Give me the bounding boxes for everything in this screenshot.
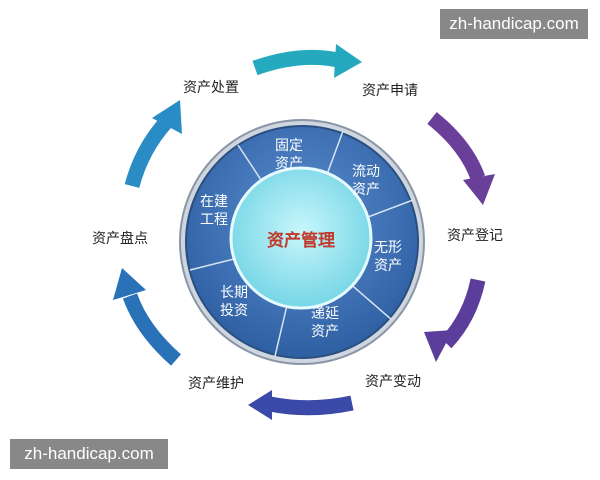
center-circle: [229, 166, 373, 310]
arrow-maintenance-to-inventory: [122, 293, 182, 366]
segment-intangible-assets-line1: 无形: [374, 240, 402, 256]
watermark-top: zh-handicap.com: [440, 9, 588, 39]
arrowhead-icon: [248, 390, 272, 420]
stage-change-label: 资产变动: [365, 374, 421, 390]
stage-registration-label: 资产登记: [447, 228, 503, 244]
segment-deferred-assets-line2: 资产: [311, 324, 339, 340]
arrowhead-icon: [424, 330, 453, 362]
segment-deferred-assets-line1: 递延: [311, 306, 339, 322]
stage-disposal-label: 资产处置: [183, 80, 239, 96]
arrow-change-to-maintenance: [268, 395, 354, 416]
stage-application-label: 资产申请: [362, 83, 418, 99]
arrow-application-to-registration: [427, 112, 486, 181]
segment-construction-line2: 工程: [200, 212, 228, 228]
segment-construction-line1: 在建: [200, 194, 228, 210]
arrow-inventory-to-disposal: [124, 114, 174, 189]
arrowhead-icon: [152, 100, 182, 134]
stage-inventory-label: 资产盘点: [92, 231, 148, 247]
stage-maintenance-label: 资产维护: [188, 376, 244, 392]
segment-fixed-assets-line1: 固定: [275, 138, 303, 154]
segment-long-term-investment-line1: 长期: [220, 285, 248, 301]
arrow-disposal-to-application: [252, 49, 340, 76]
center-label: 资产管理: [267, 230, 335, 251]
segment-fixed-assets-line2: 资产: [275, 156, 303, 172]
arrowhead-icon: [113, 268, 146, 300]
segment-current-assets-line2: 资产: [352, 182, 380, 198]
segment-long-term-investment-line2: 投资: [220, 303, 248, 319]
watermark-bottom: zh-handicap.com: [10, 439, 168, 469]
segment-intangible-assets-line2: 资产: [374, 258, 402, 274]
arrowhead-icon: [334, 44, 362, 78]
segment-current-assets-line1: 流动: [352, 164, 380, 180]
arrow-registration-to-change: [440, 278, 486, 349]
arrowhead-icon: [463, 174, 495, 205]
